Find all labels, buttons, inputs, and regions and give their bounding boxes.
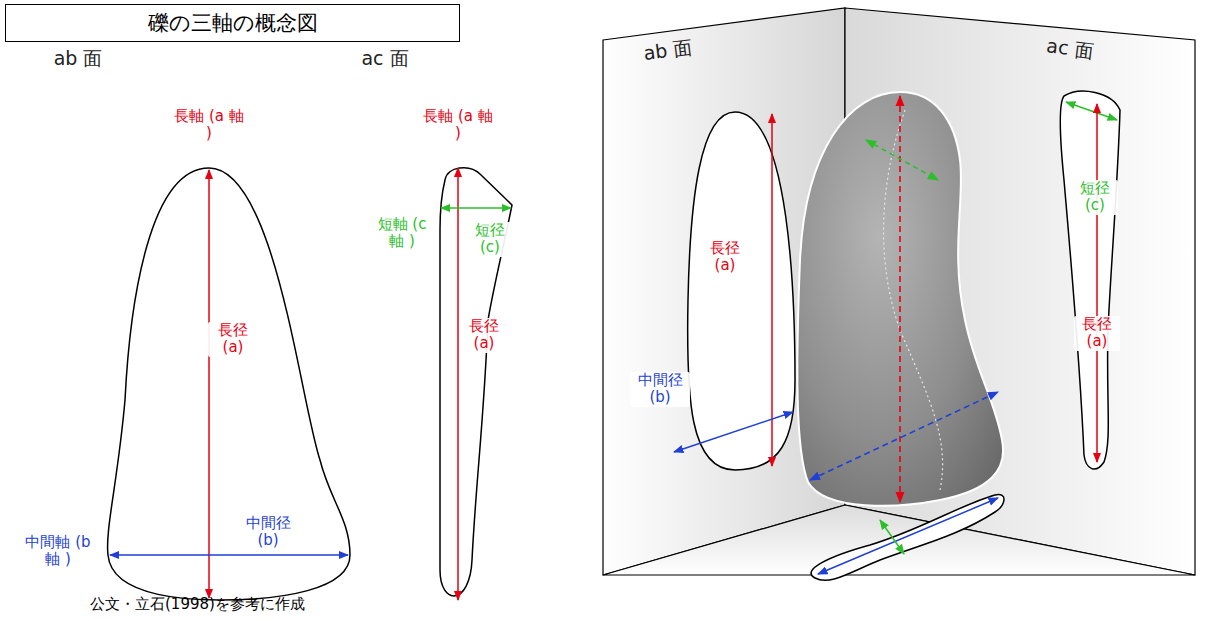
diameter-label: 短径 (c): [1072, 180, 1118, 215]
diagram-title: 礫の三軸の概念図: [148, 9, 318, 37]
source-caption: 公文・立石(1998)を参考に作成: [90, 596, 305, 613]
diameter-label: 長径 (a): [461, 318, 507, 353]
diameter-label: 中間径 (b): [630, 372, 690, 407]
diameter-label: 長径 (a): [1074, 316, 1120, 351]
axis-label: 中間軸 (b 軸 ): [25, 534, 91, 569]
diameter-label: 短径 (c): [467, 222, 513, 257]
axis-label: 長軸 (a 軸 ): [423, 108, 493, 143]
diameter-label: 長径 (a): [208, 322, 258, 357]
title-box: 礫の三軸の概念図: [5, 4, 460, 42]
diameter-label: 中間径 (b): [235, 515, 301, 550]
axis-label: 長軸 (a 軸 ): [174, 108, 244, 143]
diameter-label: 長径 (a): [702, 240, 748, 275]
axis-label: 短軸 (c 軸 ): [371, 216, 433, 251]
plane-label: ac 面: [340, 48, 430, 70]
plane-label: ab 面: [33, 48, 123, 70]
